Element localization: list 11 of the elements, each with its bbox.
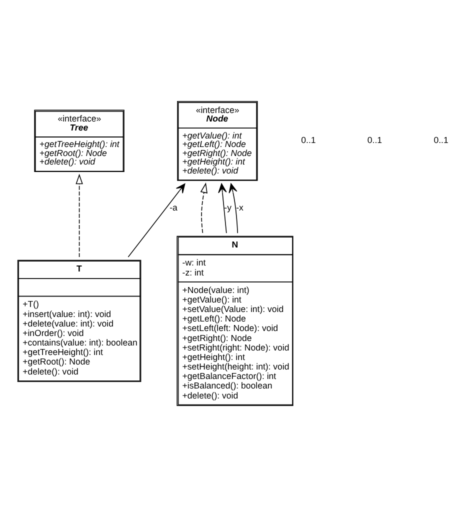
label: 0..1 (434, 134, 448, 145)
edge-label: -x (236, 202, 244, 212)
edge-label: -y (224, 202, 232, 212)
arrow (76, 173, 83, 257)
arrow (128, 182, 186, 257)
arrow (200, 182, 208, 233)
label: 0..1 (367, 134, 382, 145)
edge-label: -a (170, 202, 178, 212)
arrow (228, 182, 238, 233)
label: 0..1 (301, 134, 316, 145)
arrow (218, 182, 227, 233)
